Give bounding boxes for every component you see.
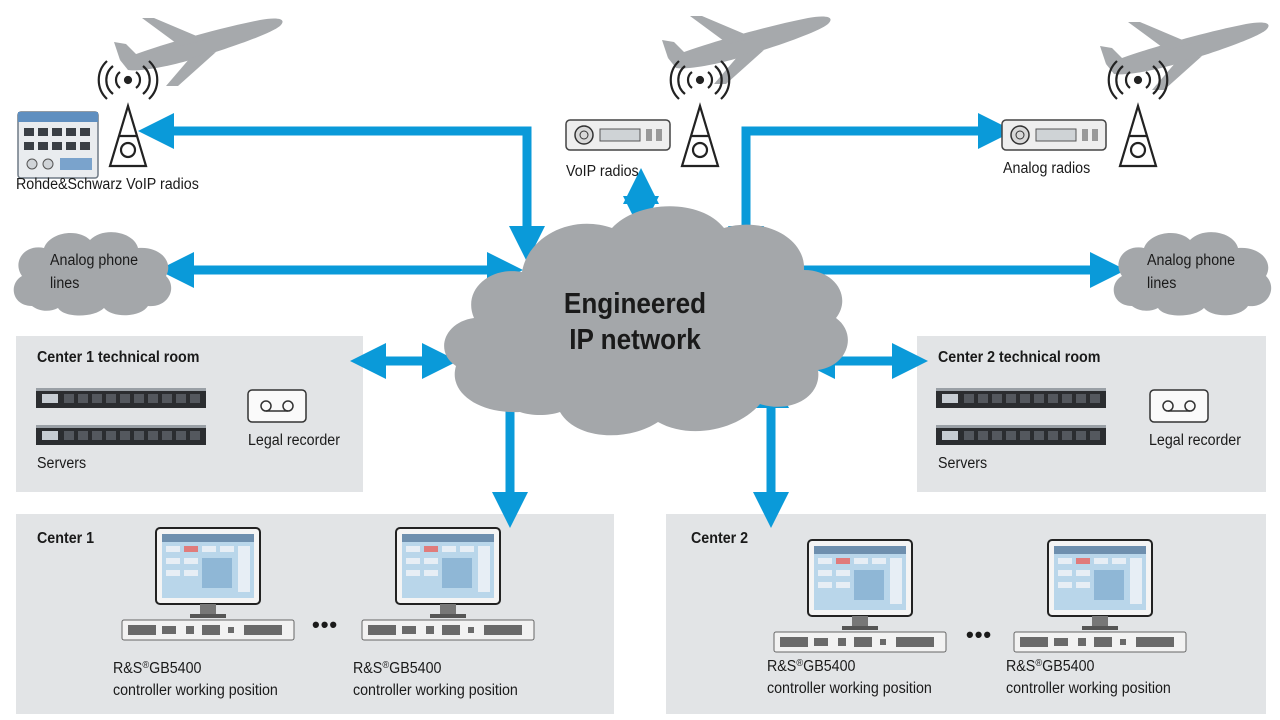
- center2-server-2-icon: [936, 425, 1106, 445]
- ip-network-cloud: [444, 206, 848, 436]
- aircraft-center-icon: [662, 16, 831, 84]
- position-model: GB5400: [1042, 658, 1095, 675]
- position-description: controller working position: [767, 680, 932, 697]
- position-model: GB5400: [803, 658, 856, 675]
- position-model: GB5400: [389, 660, 442, 677]
- left-phone-lines-label-line2: lines: [50, 275, 80, 292]
- center1-server-1-icon: [36, 388, 206, 408]
- position-description: controller working position: [353, 682, 518, 699]
- center1-panel: [16, 514, 614, 714]
- position-brand: R&S: [353, 660, 383, 677]
- position-brand: R&S: [767, 658, 797, 675]
- link-analog-radios: [728, 113, 1014, 262]
- center2-more-positions-ellipsis: •••: [966, 622, 993, 647]
- center1-servers-label: Servers: [37, 455, 87, 472]
- position-description: controller working position: [113, 682, 278, 699]
- position-model: GB5400: [149, 660, 202, 677]
- network-links: [138, 113, 1126, 528]
- voip-radios-label: VoIP radios: [566, 163, 639, 180]
- right-phone-lines-label-line2: lines: [1147, 275, 1177, 292]
- position-registered-mark: ®: [142, 660, 150, 671]
- center1-more-positions-ellipsis: •••: [312, 612, 339, 637]
- center2-panel: [666, 514, 1266, 714]
- position-description: controller working position: [1006, 680, 1171, 697]
- right-phone-lines-label: Analog phone lines: [1147, 249, 1235, 295]
- left-phone-lines-label: Analog phone lines: [50, 249, 138, 295]
- position-registered-mark: ®: [796, 658, 804, 669]
- rs-voip-radio-device-icon: [17, 111, 99, 179]
- right-phone-lines-cloud: [1113, 232, 1272, 316]
- analog-radios-label: Analog radios: [1003, 160, 1091, 177]
- center2-servers-label: Servers: [938, 455, 988, 472]
- center1-title: Center 1: [37, 530, 95, 547]
- position-brand: R&S: [113, 660, 143, 677]
- center1-technical-room-title: Center 1 technical room: [37, 349, 200, 366]
- position-registered-mark: ®: [382, 660, 390, 671]
- center1-position-1-label: R&S®GB5400 controller working position: [113, 657, 278, 700]
- left-phone-lines-cloud: [13, 232, 172, 316]
- center2-technical-room-title: Center 2 technical room: [938, 349, 1101, 366]
- radio-tower-center-icon: [669, 59, 731, 168]
- voip-radio-device-icon: [565, 119, 671, 151]
- center2-title: Center 2: [691, 530, 749, 547]
- rs-voip-radios-label: Rohde&Schwarz VoIP radios: [16, 176, 199, 193]
- position-registered-mark: ®: [1035, 658, 1043, 669]
- center1-legal-recorder-icon: [247, 389, 307, 423]
- left-phone-lines-label-line1: Analog phone: [50, 252, 139, 269]
- radio-tower-left-icon: [97, 59, 159, 168]
- center2-position-1-label: R&S®GB5400 controller working position: [767, 655, 932, 698]
- center1-legal-recorder-label: Legal recorder: [248, 432, 340, 449]
- analog-radio-device-icon: [1001, 119, 1107, 151]
- link-rs-voip-radios: [138, 113, 545, 262]
- right-phone-lines-label-line1: Analog phone: [1147, 252, 1236, 269]
- center2-position-2-label: R&S®GB5400 controller working position: [1006, 655, 1171, 698]
- center2-server-1-icon: [936, 388, 1106, 408]
- position-brand: R&S: [1006, 658, 1036, 675]
- center1-server-2-icon: [36, 425, 206, 445]
- radio-tower-right-icon: [1107, 59, 1169, 168]
- center2-legal-recorder-label: Legal recorder: [1149, 432, 1241, 449]
- ip-network-label-line2: IP network: [569, 324, 701, 356]
- ip-network-label: Engineered IP network: [518, 286, 752, 358]
- center1-position-2-label: R&S®GB5400 controller working position: [353, 657, 518, 700]
- center2-legal-recorder-icon: [1149, 389, 1209, 423]
- ip-network-label-line1: Engineered: [563, 288, 707, 320]
